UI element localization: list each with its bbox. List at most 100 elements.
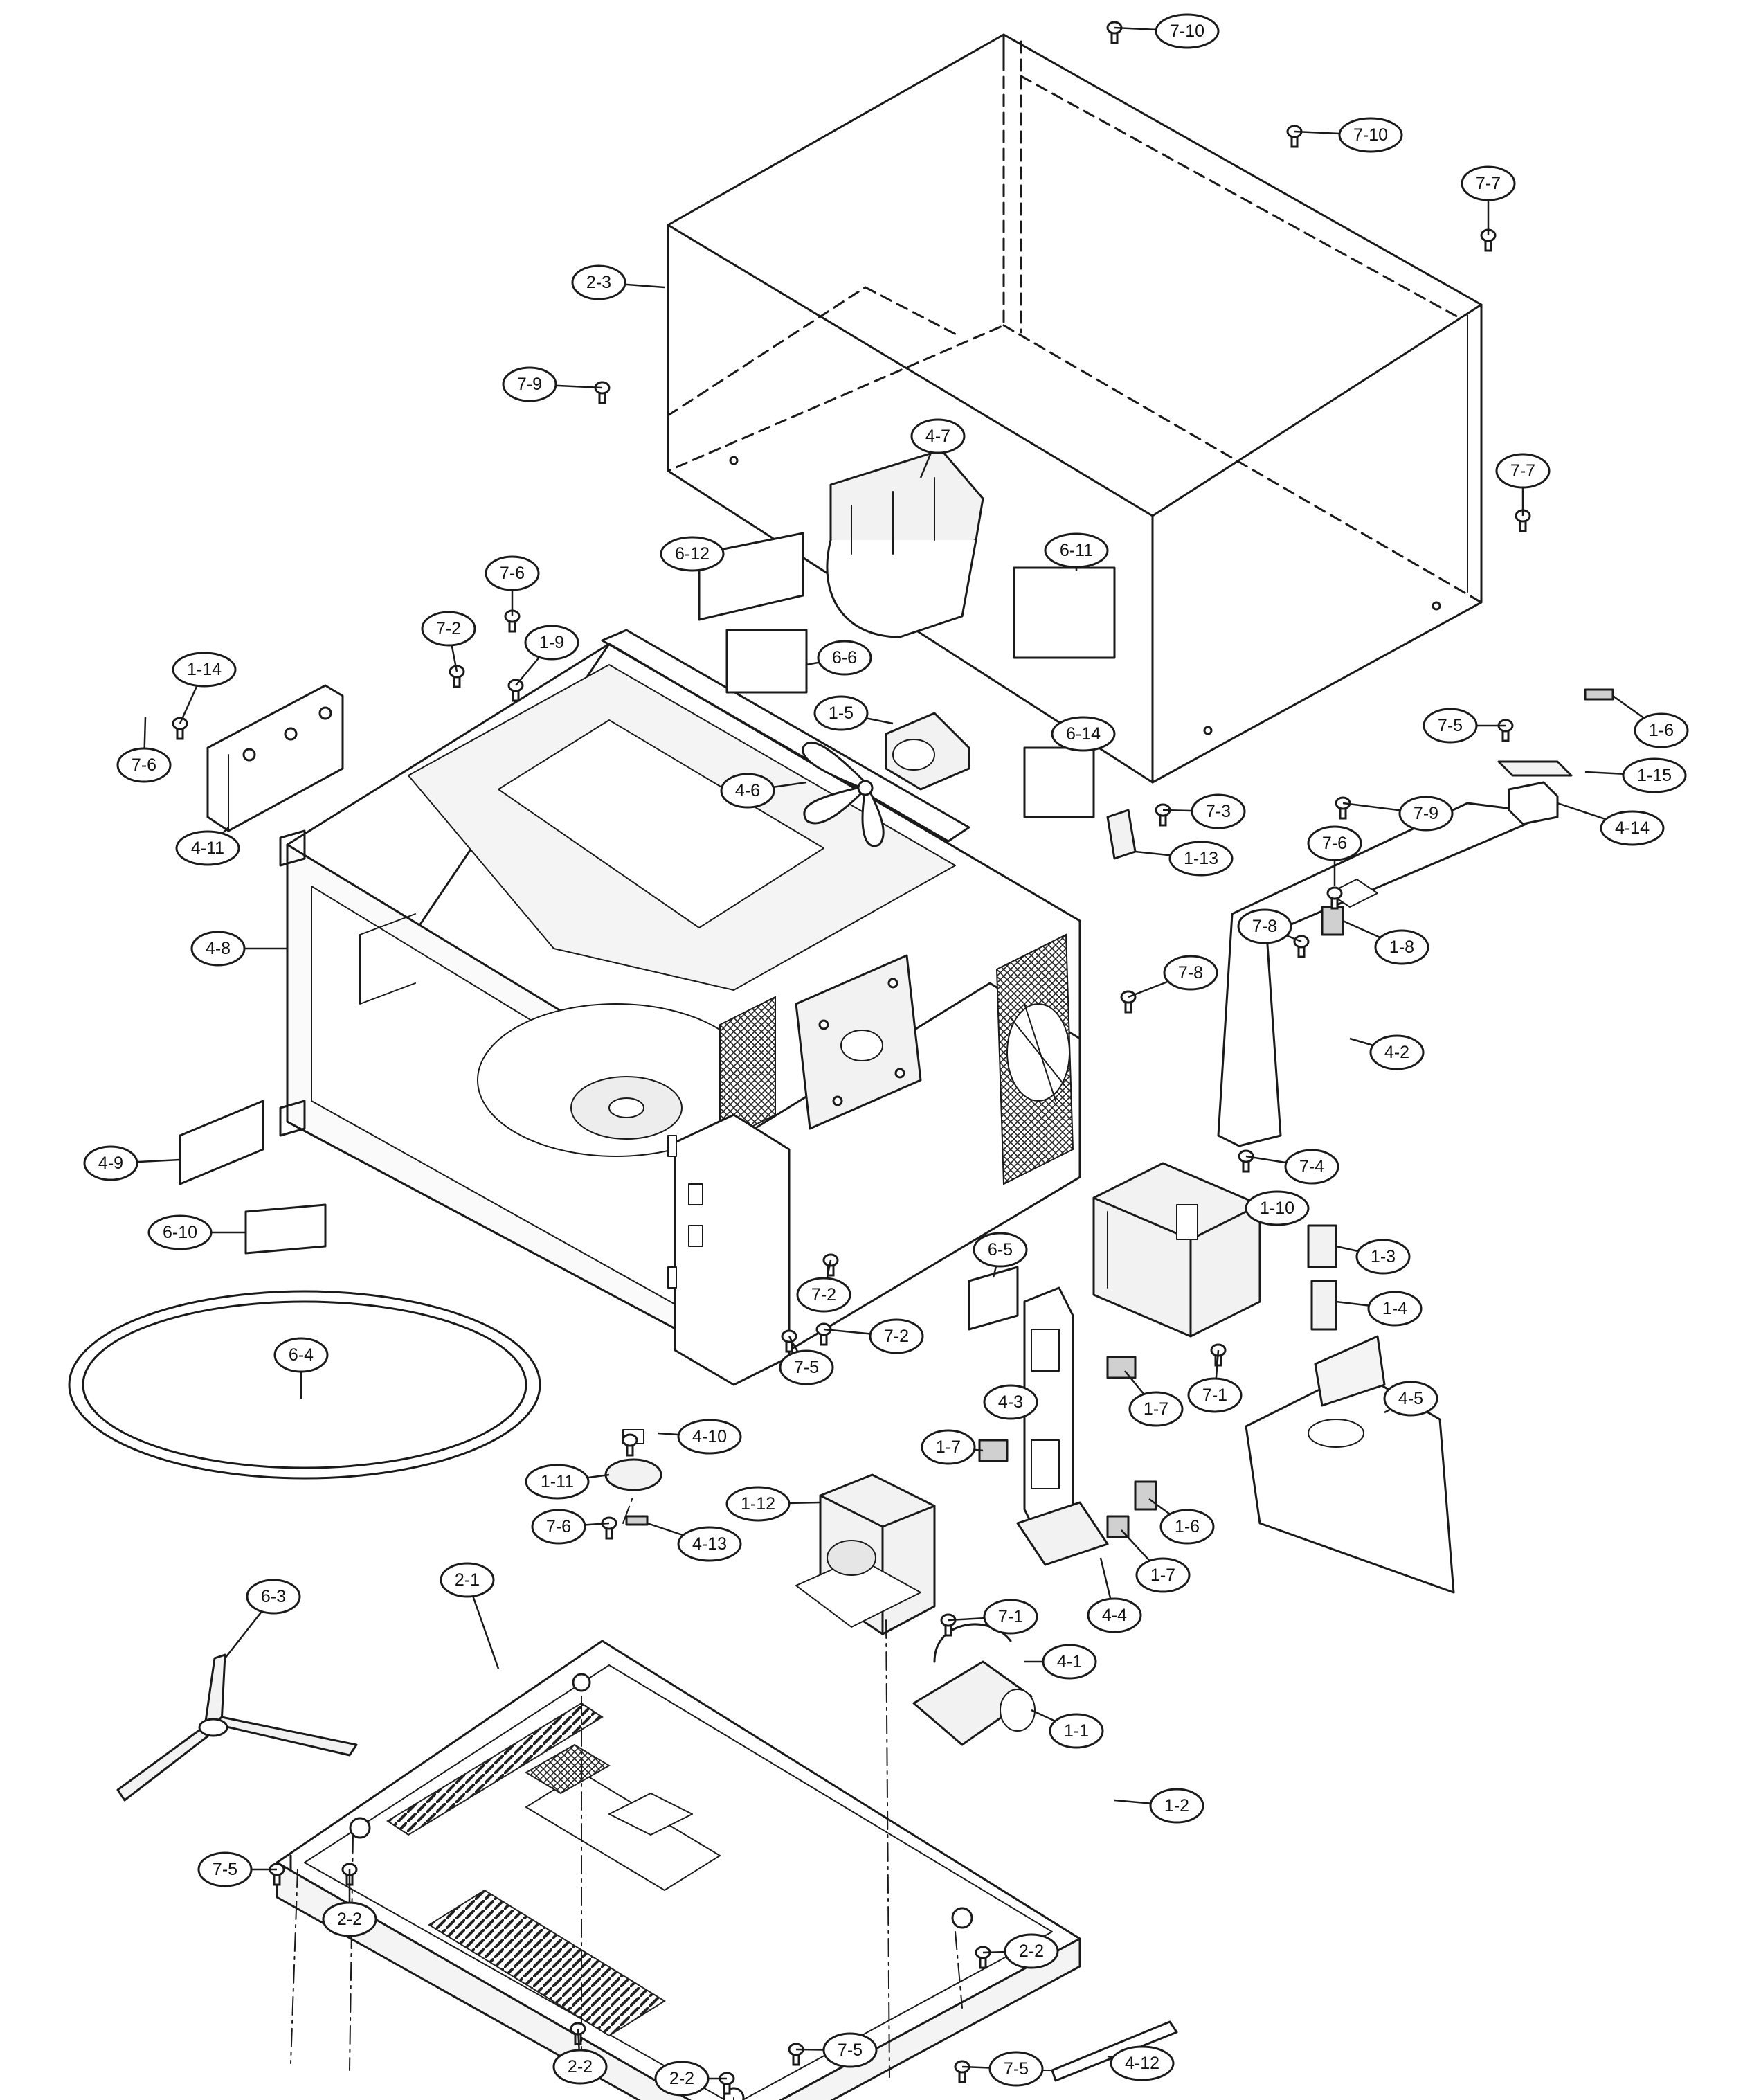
part-callout-6-11: 6-11	[1044, 532, 1109, 571]
part-callout-1-4: 1-4	[1335, 1291, 1423, 1327]
part-number-label: 4-13	[692, 1534, 727, 1554]
part-number-label: 6-3	[261, 1587, 286, 1606]
callout-oval	[190, 931, 246, 967]
part-number-label: 1-13	[1184, 849, 1218, 868]
part-callout-1-11: 1-11	[525, 1464, 610, 1500]
bracket-4-2	[1217, 802, 1528, 1147]
callout-oval	[1187, 1377, 1243, 1413]
part-number-label: 7-2	[811, 1285, 836, 1304]
part-number-label: 7-5	[838, 2040, 863, 2060]
part-number-label: 7-2	[436, 619, 461, 638]
part-number-label: 4-10	[692, 1427, 727, 1446]
part-number-label: 2-2	[1019, 1941, 1044, 1961]
part-callout-2-3: 2-3	[571, 264, 665, 300]
callout-oval	[1284, 1149, 1339, 1185]
callout-oval	[660, 536, 725, 572]
part-callout-4-2: 4-2	[1349, 1034, 1425, 1070]
callout-oval	[1128, 1391, 1184, 1427]
part-callout-1-1: 1-1	[1031, 1709, 1104, 1749]
screw-icon	[507, 679, 524, 702]
part-number-label: 6-5	[988, 1240, 1013, 1259]
roller-support	[116, 1653, 358, 1802]
part-callout-7-10: 7-10	[1114, 13, 1220, 49]
part-callout-4-10: 4-10	[657, 1419, 742, 1455]
part-number-label: 2-3	[586, 273, 611, 292]
part-callout-4-6: 4-6	[720, 773, 807, 809]
part-callout-6-12: 6-12	[660, 536, 725, 572]
part-callout-6-5: 6-5	[973, 1232, 1028, 1278]
callout-oval	[1110, 2045, 1175, 2081]
part-callout-1-8: 1-8	[1342, 919, 1429, 965]
turntable-ring	[68, 1290, 541, 1480]
part-callout-4-7: 4-7	[910, 418, 966, 478]
callout-oval	[1622, 757, 1687, 793]
part-number-label: 1-11	[541, 1472, 574, 1491]
part-number-label: 1-8	[1389, 937, 1414, 957]
screw-icon	[172, 717, 188, 740]
callout-oval	[1355, 1239, 1411, 1275]
part-callout-4-13: 4-13	[647, 1522, 742, 1562]
part-callout-1-5: 1-5	[813, 695, 894, 731]
part-callout-4-9: 4-9	[83, 1145, 181, 1181]
part-callout-7-9: 7-9	[502, 366, 603, 402]
part-number-label: 7-10	[1353, 125, 1388, 145]
part-callout-6-10: 6-10	[147, 1214, 246, 1250]
part-number-label: 7-7	[1510, 461, 1535, 481]
callout-oval	[1461, 165, 1516, 201]
callout-oval	[1044, 532, 1109, 568]
callout-oval	[1135, 1557, 1191, 1593]
callout-oval	[1600, 810, 1665, 846]
callout-oval	[421, 611, 476, 647]
part-number-label: 2-2	[568, 2057, 593, 2076]
callout-oval	[1374, 929, 1429, 965]
transformer	[1092, 1162, 1261, 1338]
part-number-label: 7-9	[1414, 804, 1438, 823]
part-callout-4-5: 4-5	[1383, 1381, 1438, 1417]
part-callout-4-1: 4-1	[1024, 1644, 1097, 1680]
part-callout-4-8: 4-8	[190, 931, 287, 967]
part-number-label: 7-6	[500, 564, 525, 583]
screw-icon	[594, 381, 611, 404]
part-callout-7-2c: 7-2	[823, 1318, 924, 1354]
part-number-label: 2-2	[669, 2069, 694, 2088]
callout-oval	[1634, 712, 1689, 748]
callout-oval	[983, 1384, 1038, 1420]
part-callout-1-6b: 1-6	[1148, 1498, 1215, 1545]
screw-icon	[1497, 719, 1514, 742]
part-number-label: 7-5	[1438, 716, 1463, 735]
part-number-label: 1-7	[1150, 1565, 1175, 1585]
part-number-label: 7-6	[546, 1517, 571, 1536]
part-number-label: 1-6	[1649, 721, 1674, 740]
callout-oval	[197, 1851, 253, 1887]
part-number-label: 1-7	[936, 1437, 961, 1457]
callout-oval	[1051, 716, 1116, 752]
callout-oval	[525, 1464, 590, 1500]
part-number-label: 7-5	[1004, 2059, 1029, 2079]
callout-oval	[813, 695, 869, 731]
part-number-label: 7-8	[1178, 963, 1203, 982]
screw-icon	[1106, 21, 1123, 44]
part-number-label: 7-4	[1299, 1157, 1324, 1176]
part-number-label: 6-14	[1066, 724, 1101, 744]
part-callout-7-10b: 7-10	[1294, 117, 1403, 153]
callout-oval	[1338, 117, 1403, 153]
callout-oval	[147, 1214, 213, 1250]
label-sheets	[698, 532, 1116, 818]
callout-oval	[725, 1486, 791, 1522]
fan-blade	[802, 741, 885, 847]
fan-motor	[885, 712, 970, 791]
hv-transformer	[795, 1473, 936, 1635]
part-callout-1-12: 1-12	[725, 1486, 821, 1522]
callout-oval	[502, 366, 557, 402]
callout-oval	[796, 1277, 851, 1313]
part-number-label: 4-5	[1398, 1389, 1423, 1408]
callout-oval	[1237, 908, 1292, 944]
part-callout-7-9b: 7-9	[1342, 796, 1454, 832]
part-number-label: 1-3	[1371, 1247, 1396, 1266]
screw-icon	[1326, 886, 1343, 910]
callout-oval	[1307, 825, 1362, 861]
callout-oval	[988, 2051, 1044, 2087]
part-callout-2-2: 2-2	[322, 1869, 377, 1937]
callout-oval	[1087, 1597, 1142, 1633]
part-number-label: 4-8	[206, 939, 231, 958]
